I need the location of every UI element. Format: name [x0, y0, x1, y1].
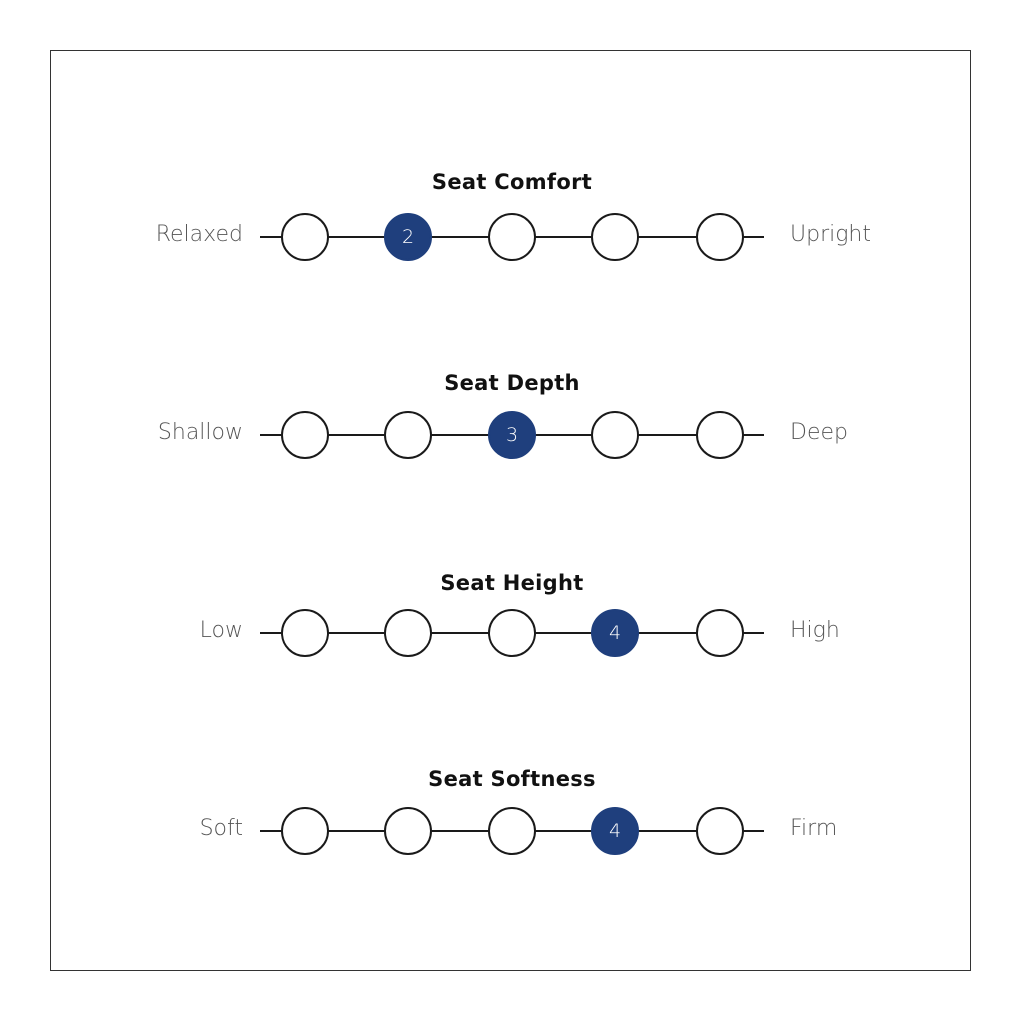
scale-title-seat-comfort: Seat Comfort — [431, 170, 593, 194]
scale-seat-softness: Soft 4 Firm — [0, 806, 1024, 856]
scale-option-3[interactable] — [488, 609, 536, 657]
scale-option-5[interactable] — [696, 807, 744, 855]
scale-option-3[interactable] — [488, 807, 536, 855]
scale-option-1[interactable] — [281, 807, 329, 855]
scale-option-4-selected[interactable]: 4 — [591, 609, 639, 657]
scale-left-label: Low — [199, 618, 243, 643]
scale-left-label: Shallow — [157, 420, 243, 445]
scale-right-label: Deep — [790, 420, 848, 445]
scale-seat-height: Low 4 High — [0, 608, 1024, 658]
scale-title-seat-depth: Seat Depth — [444, 371, 580, 395]
scale-option-2[interactable] — [384, 807, 432, 855]
scale-option-4[interactable] — [591, 411, 639, 459]
scale-option-4-selected[interactable]: 4 — [591, 807, 639, 855]
scale-right-label: Upright — [790, 222, 871, 247]
scale-option-1[interactable] — [281, 411, 329, 459]
scale-right-label: Firm — [790, 816, 838, 841]
scale-option-2[interactable] — [384, 609, 432, 657]
scale-option-2[interactable] — [384, 411, 432, 459]
selected-value: 3 — [505, 424, 519, 446]
scale-left-label: Relaxed — [155, 222, 243, 247]
selected-value: 4 — [608, 820, 622, 842]
scale-right-label: High — [790, 618, 840, 643]
scale-seat-depth: Shallow 3 Deep — [0, 410, 1024, 460]
scale-option-4[interactable] — [591, 213, 639, 261]
scale-seat-comfort: Relaxed 2 Upright — [0, 212, 1024, 262]
scale-option-1[interactable] — [281, 213, 329, 261]
selected-value: 2 — [401, 226, 415, 248]
scale-option-2-selected[interactable]: 2 — [384, 213, 432, 261]
scale-title-seat-softness: Seat Softness — [428, 767, 596, 791]
scale-left-label: Soft — [199, 816, 243, 841]
scale-option-5[interactable] — [696, 213, 744, 261]
panel-frame — [50, 50, 971, 971]
scale-option-1[interactable] — [281, 609, 329, 657]
scale-option-5[interactable] — [696, 609, 744, 657]
scale-title-seat-height: Seat Height — [440, 571, 584, 595]
scale-option-5[interactable] — [696, 411, 744, 459]
selected-value: 4 — [608, 622, 622, 644]
scale-option-3[interactable] — [488, 213, 536, 261]
scale-option-3-selected[interactable]: 3 — [488, 411, 536, 459]
